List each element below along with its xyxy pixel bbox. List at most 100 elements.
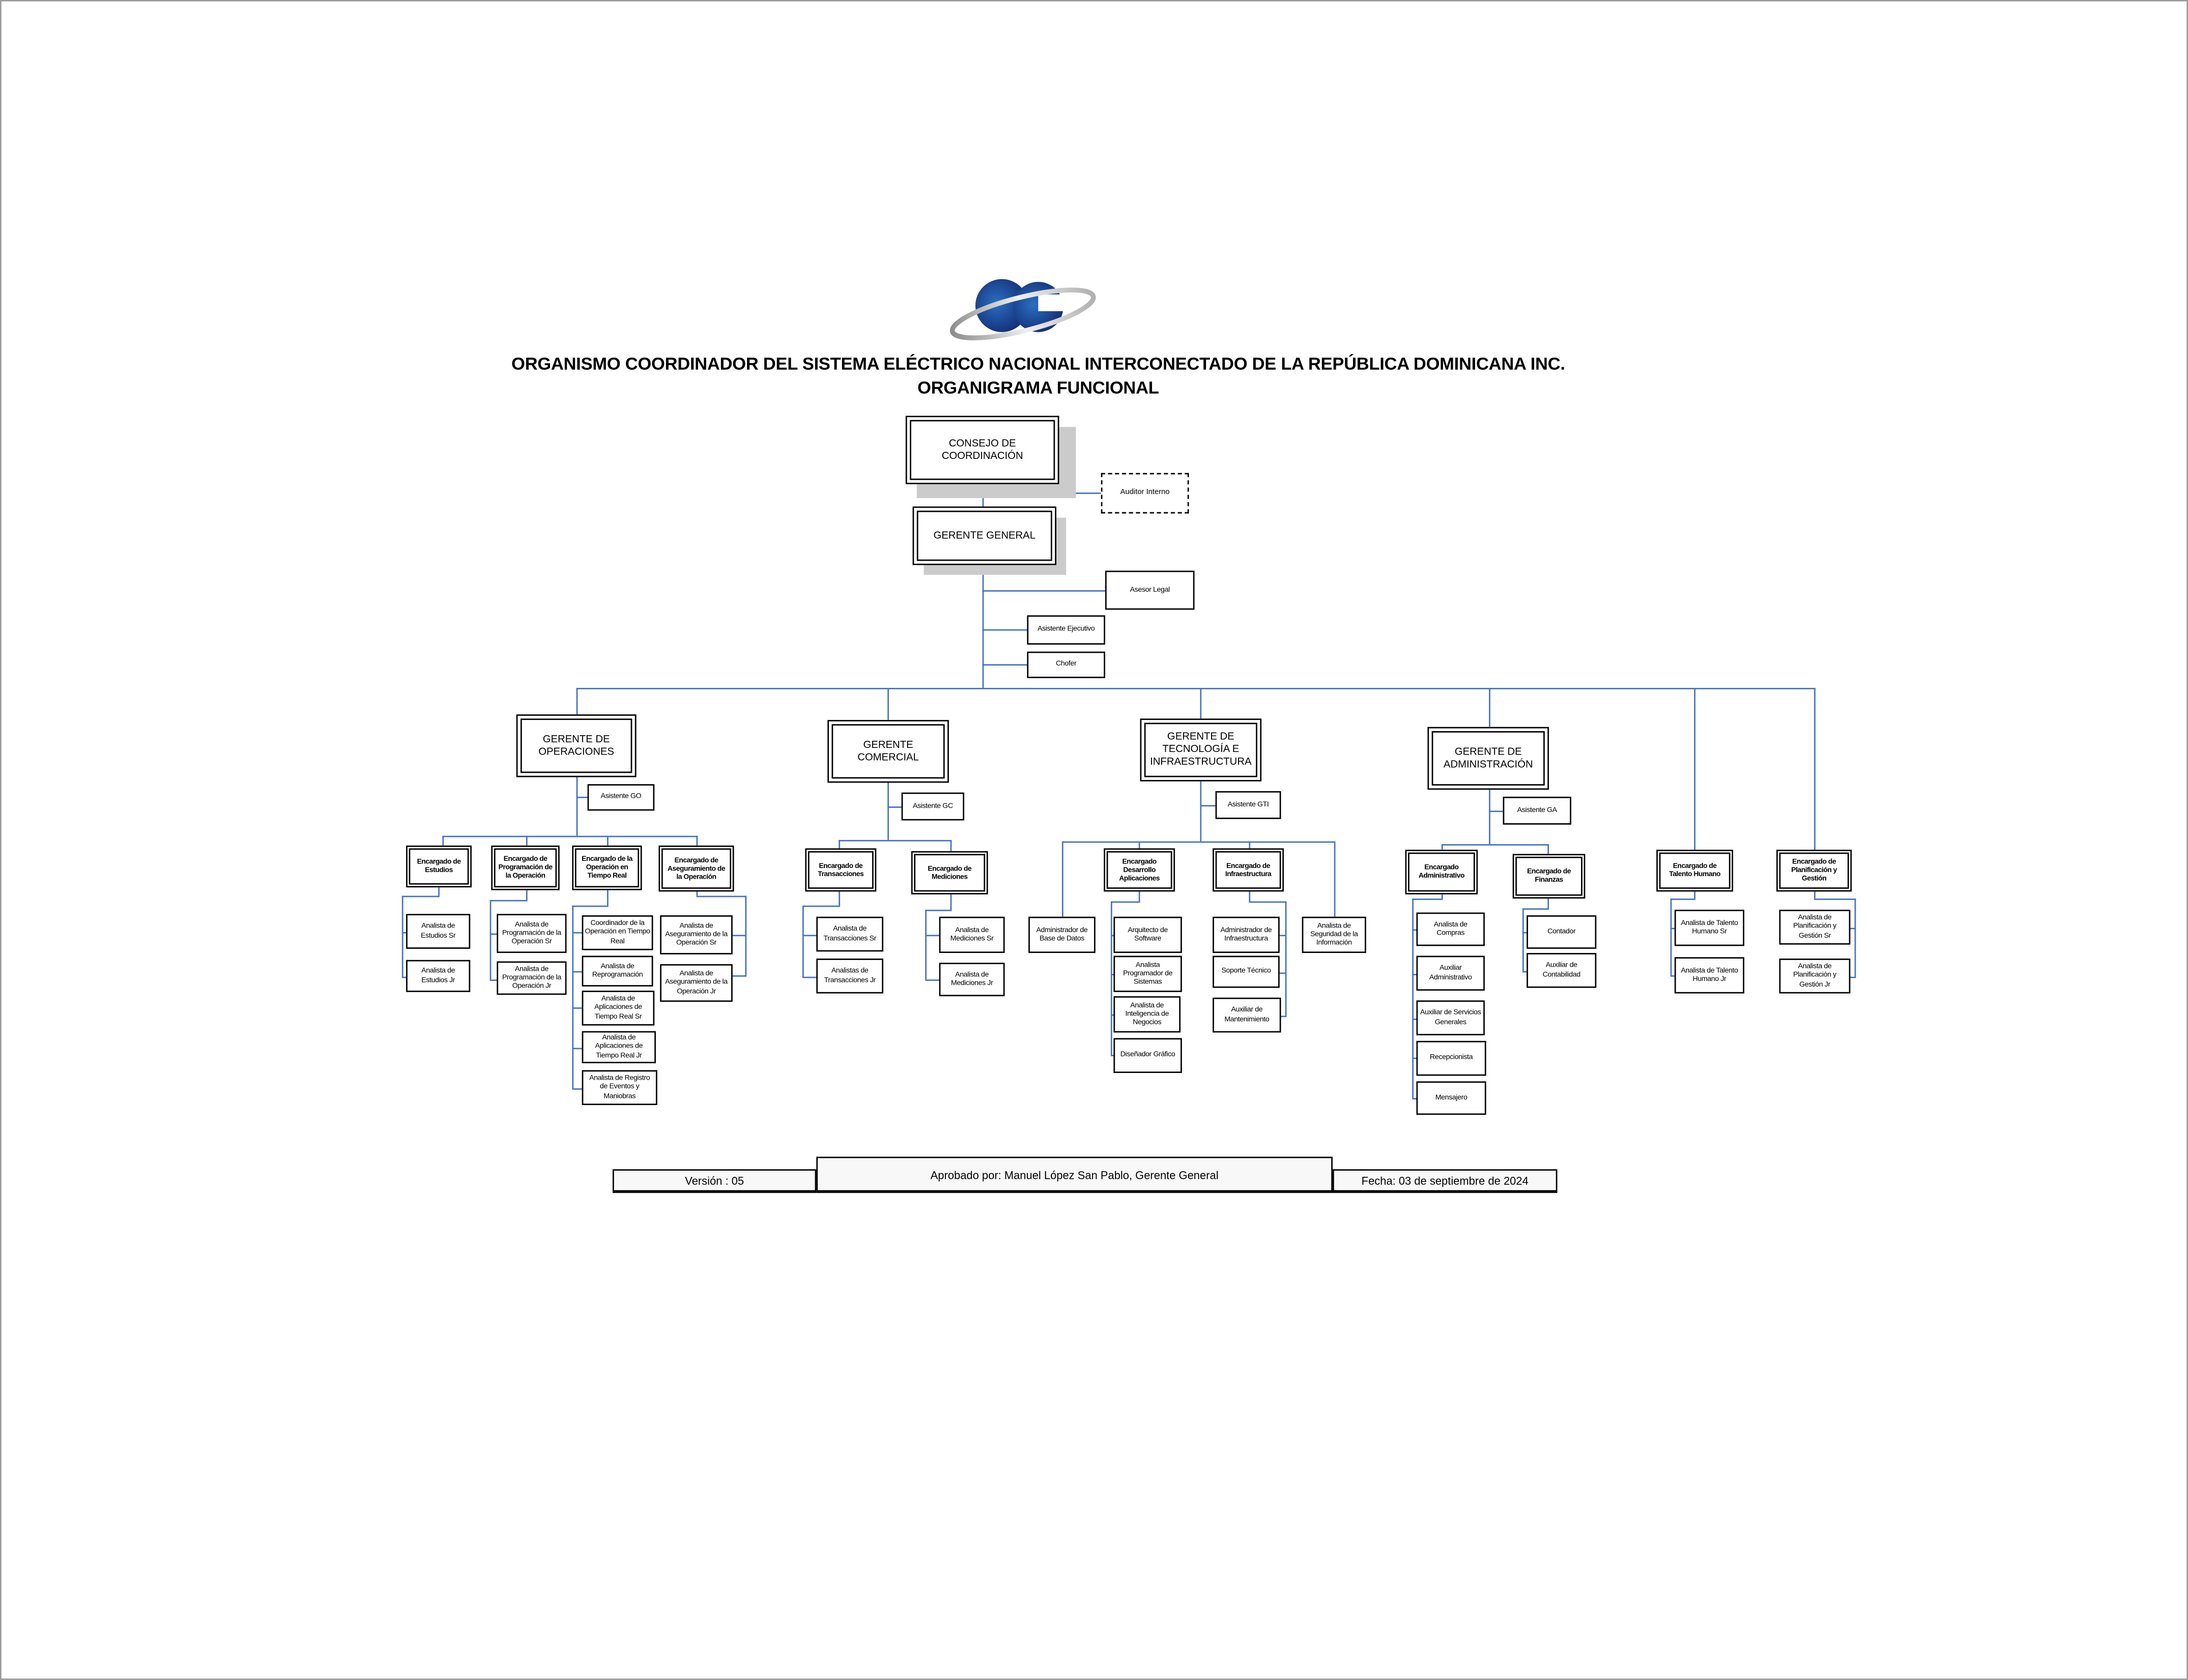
asistente-gti-box: Asistente GTI bbox=[1215, 791, 1281, 819]
connector-line bbox=[526, 835, 528, 847]
connector-line bbox=[1412, 899, 1443, 900]
encargado-transacciones-box: Encargado de Transacciones bbox=[805, 848, 877, 892]
connector-line bbox=[1814, 688, 1816, 850]
encargado-tiempo-real-box: Encargado de la Operación en Tiempo Real bbox=[572, 845, 642, 890]
connector-line bbox=[576, 688, 578, 715]
connector-line bbox=[572, 905, 573, 1089]
connector-line bbox=[732, 975, 746, 977]
box-label: Analista de Aseguramiento de la Operació… bbox=[665, 970, 728, 996]
connector-line bbox=[1489, 688, 1490, 727]
box-label: Asistente GTI bbox=[1227, 800, 1269, 809]
connector-line bbox=[839, 839, 952, 842]
connector-line bbox=[1694, 891, 1695, 899]
connector-line bbox=[1110, 901, 1140, 903]
box-label: Auditor Interno bbox=[1120, 488, 1170, 498]
connector-line bbox=[887, 688, 889, 720]
encargado-administrativo-box: Encargado Administrativo bbox=[1405, 850, 1478, 894]
box-label: GERENTE COMERCIAL bbox=[857, 738, 919, 763]
connector-line bbox=[1850, 928, 1856, 929]
box-label: Analista de Compras bbox=[1433, 920, 1467, 938]
connector-line bbox=[839, 891, 840, 906]
connector-line bbox=[1412, 929, 1418, 931]
analista-box: Analista de Aseguramiento de la Operació… bbox=[660, 964, 733, 1002]
connector-line bbox=[607, 890, 609, 906]
connector-line bbox=[572, 932, 583, 934]
box-label: Analista de Aplicaciones de Tiempo Real … bbox=[594, 995, 642, 1021]
connector-line bbox=[839, 839, 840, 849]
analista-box: Analista de Mediciones Jr bbox=[939, 963, 1005, 997]
box-label: Analista Programador de Sistemas bbox=[1123, 961, 1173, 987]
analista-box: Analistas de Transacciones Jr bbox=[816, 959, 883, 994]
analista-box: Analista de Planificación y Gestión Sr bbox=[1779, 910, 1851, 945]
box-label: Arquitecto de Software bbox=[1128, 926, 1168, 943]
connector-line bbox=[982, 664, 1028, 665]
connector-line bbox=[950, 894, 952, 910]
encargado-finanzas-box: Encargado de Finanzas bbox=[1512, 854, 1586, 899]
auxiliar-box: Auxiliar de Contabilidad bbox=[1527, 953, 1597, 988]
box-label: Encargado de Planificación y Gestión bbox=[1791, 858, 1837, 883]
box-label: Encargado de Estudios bbox=[417, 858, 461, 875]
connector-line bbox=[1138, 841, 1140, 849]
box-label: Contador bbox=[1547, 928, 1576, 936]
asistente-go-box: Asistente GO bbox=[587, 784, 655, 811]
analista-box: Analista de Planificación y Gestión Jr bbox=[1779, 959, 1851, 994]
connector-line bbox=[1814, 899, 1856, 900]
connector-line bbox=[1412, 899, 1414, 1098]
connector-line bbox=[887, 806, 903, 808]
connector-line bbox=[1334, 841, 1335, 917]
encargado-programacion-box: Encargado de Programación de la Operació… bbox=[491, 845, 560, 890]
connector-line bbox=[1670, 975, 1676, 977]
connector-line bbox=[1200, 805, 1217, 806]
auxiliar-box: Auxiliar de Mantenimiento bbox=[1213, 997, 1281, 1033]
connector-line bbox=[802, 976, 818, 978]
connector-line bbox=[401, 895, 440, 897]
encargado-mediciones-box: Encargado de Mediciones bbox=[911, 851, 988, 894]
connector-line bbox=[1138, 891, 1140, 902]
connector-line bbox=[401, 932, 408, 934]
box-label: CONSEJO DE COORDINACIÓN bbox=[941, 436, 1023, 461]
footer-version: Versión : 05 bbox=[612, 1169, 817, 1193]
encargado-talento-box: Encargado de Talento Humano bbox=[1656, 850, 1734, 892]
connector-line bbox=[1285, 901, 1286, 1016]
connector-line bbox=[1850, 976, 1856, 978]
connector-line bbox=[490, 900, 491, 980]
asistente-ga-box: Asistente GA bbox=[1503, 796, 1571, 825]
box-label: Analista de Seguridad de la Información bbox=[1310, 922, 1358, 948]
box-label: Analista de Planificación y Gestión Jr bbox=[1793, 963, 1836, 989]
box-label: Administrador de Base de Datos bbox=[1036, 926, 1088, 943]
auxiliar-box: Auxiliar de Servicios Generales bbox=[1416, 1000, 1485, 1035]
connector-line bbox=[1200, 781, 1201, 842]
box-label: Analista de Mediciones Sr bbox=[950, 926, 994, 943]
box-label: Auxiliar de Servicios Generales bbox=[1420, 1009, 1481, 1027]
connector-line bbox=[576, 796, 589, 798]
box-label: Auxiliar de Mantenimiento bbox=[1224, 1006, 1270, 1024]
connector-line bbox=[696, 835, 698, 847]
box-label: Encargado de Programación de la Operació… bbox=[498, 855, 553, 881]
box-label: Analista de Talento Humano Jr bbox=[1681, 967, 1738, 984]
connector-line bbox=[950, 839, 952, 851]
analista-box: Analista Programador de Sistemas bbox=[1113, 955, 1182, 992]
box-label: Analista de Programación de la Operación… bbox=[502, 965, 561, 991]
connector-line bbox=[1412, 1098, 1418, 1099]
contador-box: Contador bbox=[1527, 915, 1597, 949]
connector-line bbox=[1547, 899, 1549, 909]
box-label: Encargado Administrativo bbox=[1418, 863, 1465, 881]
box-label: Analista de Reprogramación bbox=[592, 962, 643, 980]
arquitecto-box: Arquitecto de Software bbox=[1113, 916, 1182, 953]
connector-line bbox=[696, 895, 746, 897]
gerente-general-box: GERENTE GENERAL bbox=[912, 506, 1056, 565]
connector-line bbox=[982, 590, 1107, 592]
connector-line bbox=[925, 935, 940, 936]
connector-line bbox=[1279, 1016, 1286, 1017]
connector-line bbox=[401, 976, 408, 978]
box-label: Asistente GA bbox=[1517, 806, 1558, 815]
connector-line bbox=[1110, 935, 1115, 936]
box-label: Analista de Estudios Jr bbox=[421, 967, 455, 984]
connector-line bbox=[1489, 790, 1490, 845]
auditor-box: Auditor Interno bbox=[1101, 473, 1189, 514]
box-label: GERENTE DE OPERACIONES bbox=[538, 732, 614, 757]
connector-line bbox=[1412, 1057, 1418, 1059]
box-label: Encargado de Talento Humano bbox=[1669, 862, 1720, 879]
box-label: Encargado de Infraestructura bbox=[1225, 861, 1272, 879]
box-label: Encargado Desarrollo Aplicaciones bbox=[1119, 857, 1160, 883]
